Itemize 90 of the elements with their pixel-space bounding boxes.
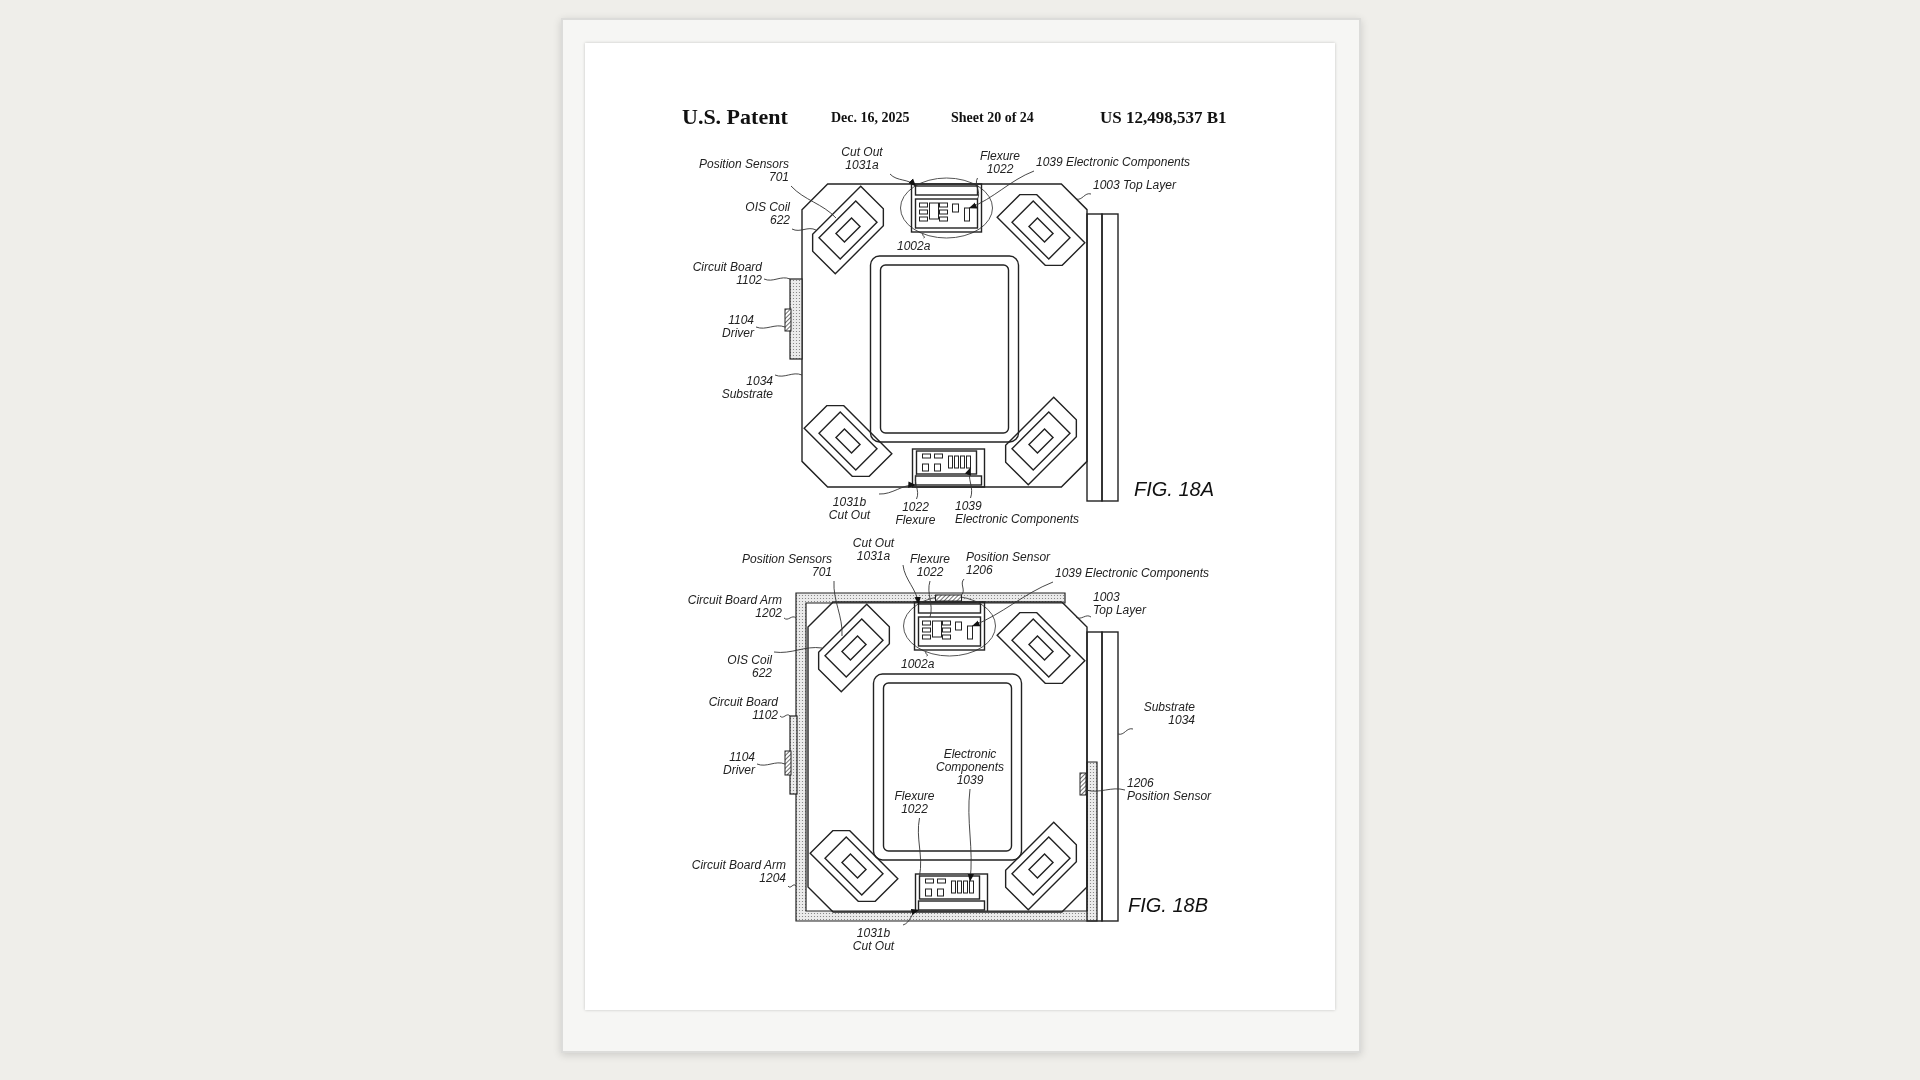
position-sensor <box>1028 635 1054 661</box>
electronic-component <box>967 625 973 640</box>
driver-chip <box>784 750 792 776</box>
leader-line <box>928 580 932 618</box>
callout-label: 1022 Flexure <box>893 501 938 527</box>
figure-label: FIG. 18A <box>1134 478 1215 501</box>
flexure <box>915 450 978 475</box>
callout-label: 1003 Top Layer <box>1093 591 1146 617</box>
callout-label: 1039 Electronic Components <box>1036 156 1191 169</box>
position-sensor <box>835 428 861 454</box>
leader-line <box>774 373 803 377</box>
leader-line <box>756 762 786 766</box>
position-sensor <box>1028 428 1054 454</box>
header-date: Dec. 16, 2025 <box>831 110 910 126</box>
leader-line <box>783 616 797 620</box>
callout-label: 1104 Driver <box>723 751 755 777</box>
position-sensor <box>841 635 867 661</box>
flexure <box>914 198 979 229</box>
leader-line <box>917 817 922 877</box>
circuit-board <box>789 278 803 360</box>
leader-line <box>787 884 797 888</box>
callout-label: Flexure 1022 <box>906 553 954 579</box>
callout-label: Circuit Board Arm 1204 <box>691 859 786 885</box>
position-sensor <box>1079 772 1087 796</box>
callout-label: 1034 Substrate <box>721 375 773 401</box>
leader-line <box>755 325 786 329</box>
leader-line <box>773 647 823 653</box>
position-sensor <box>1028 217 1054 243</box>
substrate-bars <box>1086 631 1119 922</box>
callout-label: Flexure 1022 <box>975 150 1025 176</box>
detail-circle <box>903 594 996 657</box>
callout-label: 1039 Electronic Components <box>955 500 1080 526</box>
position-sensor <box>1028 853 1054 879</box>
callout-label: Cut Out 1031a <box>836 146 888 172</box>
callout-label: 1206 Position Sensor <box>1127 777 1212 803</box>
leader-line <box>1117 728 1134 735</box>
callout-label: Cut Out 1031a <box>846 537 901 563</box>
callout-label: 1003 Top Layer <box>1093 179 1176 192</box>
position-sensor <box>935 594 962 602</box>
circuit-board <box>789 715 798 795</box>
callout-label: OIS Coil 622 <box>745 201 790 227</box>
callout-label: Circuit Board 1102 <box>692 261 762 287</box>
leader-line <box>833 580 843 637</box>
leader-line <box>790 185 837 219</box>
leader-line <box>961 578 965 596</box>
leader-line <box>921 233 926 239</box>
callout-label: Circuit Board Arm 1202 <box>687 594 782 620</box>
callout-label: 1039 Electronic Components <box>1055 567 1210 580</box>
leader-line <box>791 228 817 231</box>
position-sensor <box>835 217 861 243</box>
leader-line <box>779 714 791 718</box>
leader-line <box>763 277 791 281</box>
callout-label: Position Sensors 701 <box>698 158 789 184</box>
callout-label: 1002a <box>897 240 931 253</box>
leader-line <box>924 651 929 657</box>
callout-label: Position Sensor 1206 <box>966 551 1051 577</box>
cut-out <box>914 185 979 196</box>
coil-pad <box>817 603 891 693</box>
driver-chip <box>784 308 792 332</box>
detail-circle <box>900 177 993 239</box>
leader-line <box>1075 615 1092 619</box>
electronic-component <box>964 207 970 222</box>
flexure <box>918 875 981 900</box>
leader-line <box>1085 788 1126 792</box>
callout-label: 1002a <box>901 658 935 671</box>
callout-label: 1031b Cut Out <box>846 927 901 953</box>
coil-pad <box>811 185 885 275</box>
leader-line <box>1075 193 1092 200</box>
leader-line <box>914 473 919 500</box>
callout-label: Circuit Board 1102 <box>708 696 778 722</box>
electronic-component <box>969 880 974 894</box>
callout-label: Flexure 1022 <box>892 790 937 816</box>
cut-out <box>917 603 982 614</box>
callout-label: Position Sensors 701 <box>741 553 832 579</box>
cut-out <box>914 475 983 486</box>
electronic-component <box>966 455 971 469</box>
position-sensor <box>841 853 867 879</box>
callout-label: 1031b Cut Out <box>822 496 877 522</box>
leader-line <box>975 177 980 200</box>
figure-label: FIG. 18B <box>1128 894 1209 917</box>
top-layer-outline <box>801 183 1088 488</box>
header-patent-number: US 12,498,537 B1 <box>1100 108 1227 128</box>
callout-label: 1104 Driver <box>722 314 754 340</box>
cut-out <box>917 900 986 911</box>
header-title: U.S. Patent <box>682 104 788 130</box>
header-sheet: Sheet 20 of 24 <box>951 110 1034 126</box>
callout-label: Electronic Components 1039 <box>930 748 1010 787</box>
callout-label: Substrate 1034 <box>1135 701 1195 727</box>
callout-label: OIS Coil 622 <box>727 654 772 680</box>
flexure <box>917 616 982 647</box>
